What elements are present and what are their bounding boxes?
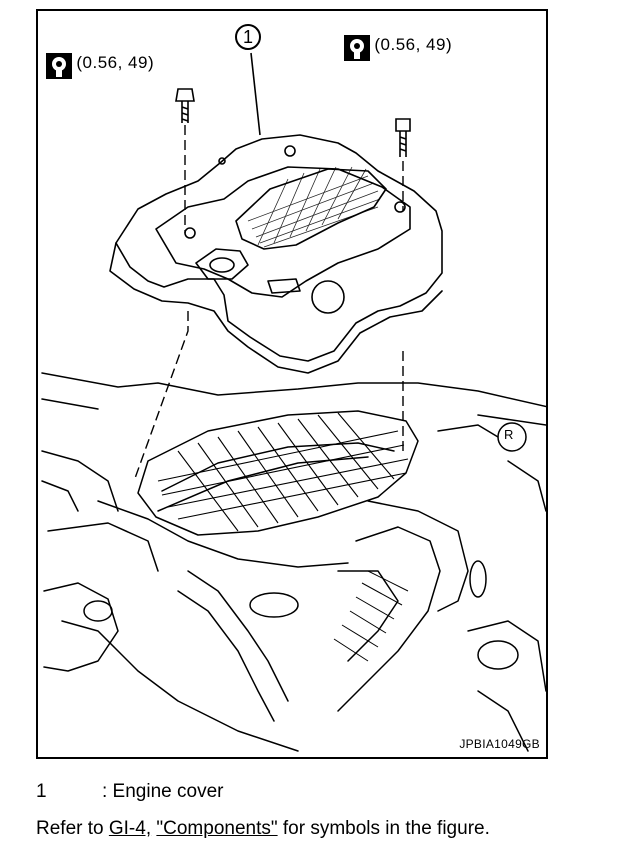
legend-number: 1 [36,781,47,802]
gi-4-link[interactable]: GI-4, [108,818,152,839]
torque-value-left: 5.5 (0.56, 49) [46,53,155,72]
engine-cover-outline [115,134,443,362]
intake-manifold [137,410,419,536]
air-duct [337,526,441,712]
torque-spec-left: 5.5 (0.56, 49) [46,53,155,79]
torque-wrench-icon [46,53,72,79]
torque-wrench-icon [344,35,370,61]
refer-prefix: Refer to [36,818,109,839]
refer-note: Refer to GI-4, "Components" for symbols … [36,818,490,840]
callout-1: 1 [235,24,261,50]
refer-suffix: for symbols in the figure. [277,818,490,839]
right-bolt [395,118,411,132]
torque-spec-right: 5.5 (0.56, 49) [344,35,453,61]
components-link[interactable]: "Components" [156,818,278,839]
engine-cover-figure: 5.5 (0.56, 49) 5.5 (0.56, 49) 1 R JPBIA1… [36,9,548,759]
legend-row: 1 : Engine cover [36,781,223,803]
legend-label: : Engine cover [102,781,224,802]
figure-code: JPBIA1049GB [459,737,540,751]
torque-value-right: 5.5 (0.56, 49) [344,35,453,54]
marker-r: R [504,427,514,442]
engine-illustration [41,52,546,752]
left-bolt [175,88,195,102]
